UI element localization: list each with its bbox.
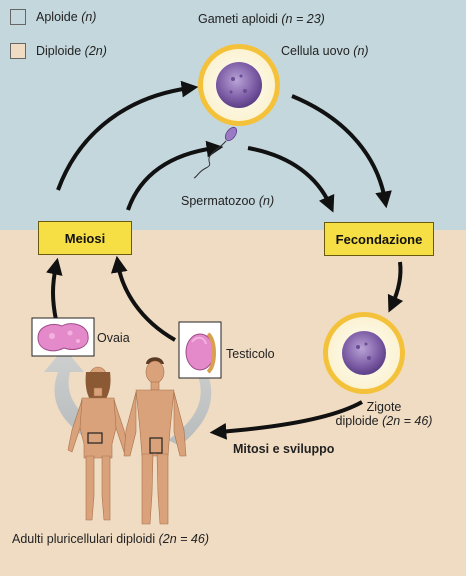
zygote-label: Zigote diploide (2n = 46) xyxy=(322,400,446,429)
testis-to-meiosis-arrow xyxy=(110,255,176,342)
diploid-legend-label: Diploide (2n) xyxy=(36,44,107,58)
ovary-location-marker xyxy=(87,432,103,444)
egg-cell-ploidy: (n) xyxy=(353,44,369,58)
testis-label: Testicolo xyxy=(226,347,275,361)
diploid-ploidy: (2n) xyxy=(84,44,107,58)
adults-title: Adulti pluricellulari diploidi xyxy=(12,532,156,546)
sperm-ploidy: (n) xyxy=(258,194,275,208)
haploid-swatch xyxy=(10,9,26,25)
ovary-inset xyxy=(31,317,95,357)
gametes-ploidy: (n = 23) xyxy=(281,12,325,26)
haploid-label: Aploide xyxy=(36,10,78,24)
gametes-title: Gameti aploidi xyxy=(198,12,278,26)
fertilization-to-zygote-arrow xyxy=(387,261,404,313)
male-figure xyxy=(123,357,187,525)
meiosis-to-sperm-arrow xyxy=(126,140,224,211)
testis-location-marker xyxy=(149,437,163,454)
zygote-line1: Zigote xyxy=(366,400,402,414)
mitosis-label: Mitosi e sviluppo xyxy=(233,442,335,456)
sperm-cell xyxy=(193,126,238,179)
egg-to-fertilization-arrow xyxy=(291,94,392,209)
sperm-label: Spermatozoo (n) xyxy=(181,194,274,208)
haploid-legend-label: Aploide (n) xyxy=(36,10,96,24)
haploid-ploidy: (n) xyxy=(81,10,97,24)
gametes-label: Gameti aploidi (n = 23) xyxy=(198,12,325,26)
diploid-swatch xyxy=(10,43,26,59)
ovary-development-arrow xyxy=(44,348,102,440)
zygote-title: diploide xyxy=(335,414,379,429)
diploid-zone xyxy=(0,230,466,576)
meiosis-to-egg-arrow xyxy=(56,80,199,191)
ovary-to-meiosis-arrow xyxy=(46,257,63,321)
egg-cell-label: Cellula uovo (n) xyxy=(281,44,369,58)
adults-label: Adulti pluricellulari diploidi (2n = 46) xyxy=(12,532,209,546)
testis-inset xyxy=(178,321,222,379)
sperm-to-fertilization-arrow xyxy=(247,146,335,213)
diploid-label: Diploide xyxy=(36,44,82,58)
adults-ploidy: (2n = 46) xyxy=(158,532,210,546)
zygote-to-adults-arrow xyxy=(209,400,363,440)
egg-cell-title: Cellula uovo xyxy=(281,44,350,58)
egg-cell xyxy=(198,44,280,126)
zygote-line2: diploide (2n = 46) xyxy=(322,414,446,428)
zygote-cell xyxy=(323,312,405,394)
ovary-label: Ovaia xyxy=(97,331,130,345)
meiosis-box: Meiosi xyxy=(38,221,132,255)
fertilization-box: Fecondazione xyxy=(324,222,434,256)
sperm-title: Spermatozoo xyxy=(181,194,256,208)
zygote-ploidy: (2n = 46) xyxy=(382,414,433,429)
